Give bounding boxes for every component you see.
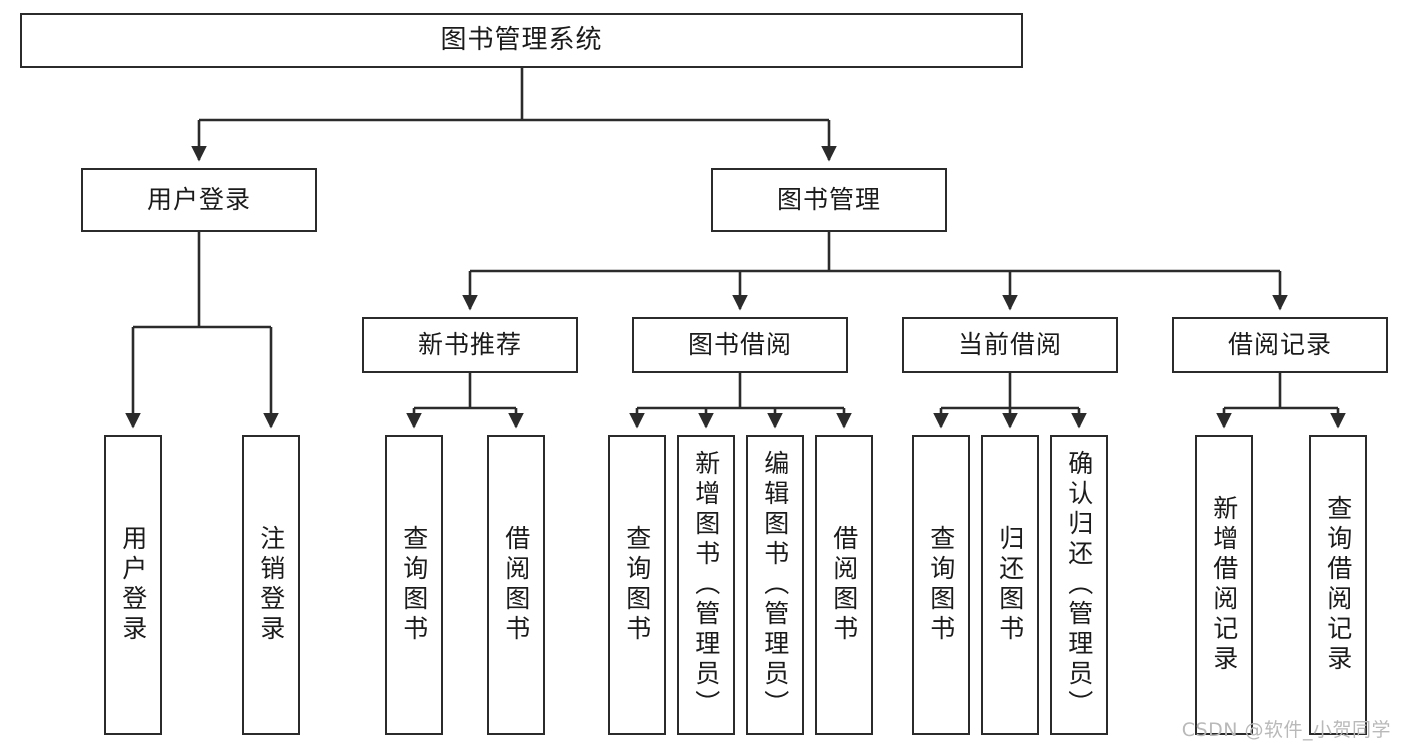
node-label: 借阅图书 [829,525,859,645]
leaf-borrow-book-borrow-book[interactable]: 借阅图书 [815,435,873,735]
node-label: 图书借阅 [687,330,792,360]
node-root-system[interactable]: 图书管理系统 [20,13,1023,68]
node-new-book-recommend[interactable]: 新书推荐 [362,317,578,373]
leaf-new-book-query-book[interactable]: 查询图书 [385,435,443,735]
node-label: 用户登录 [118,525,148,645]
node-label: 图书管理 [776,185,881,215]
node-label: 图书管理系统 [440,25,603,56]
leaf-borrow-book-add-book-admin[interactable]: 新增图书（管理员） [677,435,735,735]
node-label: 用户登录 [146,185,251,215]
node-label: 借阅图书 [501,525,531,645]
node-label: 编辑图书（管理员） [760,450,790,720]
leaf-user-login-login[interactable]: 用户登录 [104,435,162,735]
node-label: 当前借阅 [957,330,1062,360]
node-current-borrow[interactable]: 当前借阅 [902,317,1118,373]
node-label: 新增借阅记录 [1209,495,1239,675]
leaf-current-borrow-return-book[interactable]: 归还图书 [981,435,1039,735]
node-user-login[interactable]: 用户登录 [81,168,317,232]
node-label: 借阅记录 [1227,330,1332,360]
node-book-management[interactable]: 图书管理 [711,168,947,232]
leaf-current-borrow-query-book[interactable]: 查询图书 [912,435,970,735]
leaf-user-login-logout[interactable]: 注销登录 [242,435,300,735]
node-label: 查询图书 [926,525,956,645]
leaf-borrow-book-query-book[interactable]: 查询图书 [608,435,666,735]
node-label: 确认归还（管理员） [1064,450,1094,720]
node-label: 注销登录 [256,525,286,645]
node-book-borrow[interactable]: 图书借阅 [632,317,848,373]
node-label: 查询图书 [622,525,652,645]
leaf-current-borrow-confirm-return-admin[interactable]: 确认归还（管理员） [1050,435,1108,735]
node-label: 归还图书 [995,525,1025,645]
csdn-watermark: CSDN @软件_小贺同学 [1181,719,1391,741]
leaf-new-book-borrow-book[interactable]: 借阅图书 [487,435,545,735]
node-label: 查询图书 [399,525,429,645]
node-label: 查询借阅记录 [1323,495,1353,675]
node-borrow-record[interactable]: 借阅记录 [1172,317,1388,373]
node-label: 新书推荐 [417,330,522,360]
leaf-borrow-record-add-record[interactable]: 新增借阅记录 [1195,435,1253,735]
node-label: 新增图书（管理员） [691,450,721,720]
leaf-borrow-record-query-record[interactable]: 查询借阅记录 [1309,435,1367,735]
leaf-borrow-book-edit-book-admin[interactable]: 编辑图书（管理员） [746,435,804,735]
